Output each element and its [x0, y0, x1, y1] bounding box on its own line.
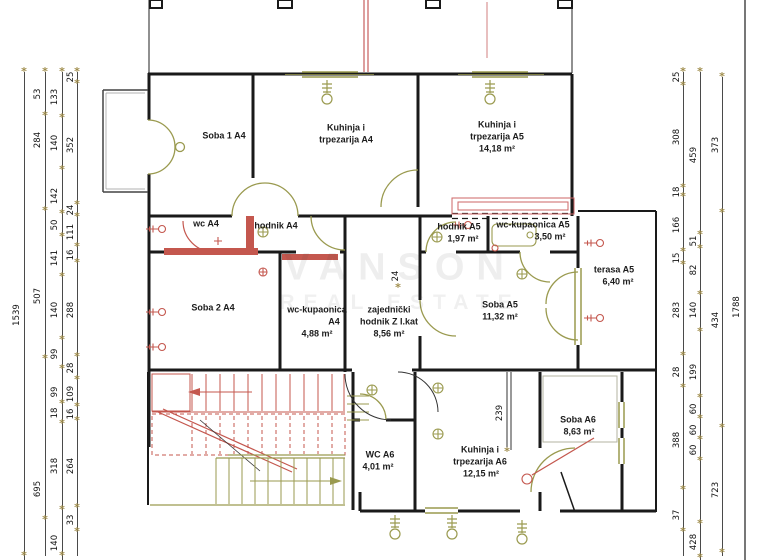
room-label-kuhinja-a5: Kuhinja i	[478, 119, 516, 130]
dim-line-right-inner	[683, 72, 684, 556]
room-label-zajednicki-hodnik: zajednički	[367, 304, 411, 315]
dim-label: 373	[711, 136, 721, 154]
room-label-terasa-a5: terasa A5	[593, 264, 635, 275]
dim-label: 28	[66, 362, 76, 374]
room-area-soba-a5: 11,32 m²	[482, 311, 518, 322]
bay-window	[102, 89, 148, 193]
dim-interior-239: 239	[495, 404, 505, 422]
room-label-wc-kupaonica-a5: wc-kupaonica A5	[496, 219, 570, 230]
dim-label: 723	[711, 481, 721, 499]
dim-label: 99	[50, 348, 60, 360]
room-area-kuhinja-a5: 14,18 m²	[478, 143, 516, 154]
dim-label: 37	[672, 509, 682, 521]
dim-label: 434	[711, 311, 721, 329]
dim-line-right-mid	[700, 72, 701, 560]
dim-label: 82	[689, 264, 699, 276]
dim-interior-24: 24	[391, 270, 401, 282]
dim-line-left-outer	[45, 72, 46, 556]
corridor-door-arcs	[344, 371, 439, 421]
dim-label: 318	[50, 457, 60, 475]
dim-label: 140	[50, 134, 60, 152]
dim-line-right-outer	[722, 77, 723, 556]
dim-label: 111	[66, 223, 76, 241]
room-area-terasa-a5: 6,40 m²	[602, 276, 634, 287]
room-label-kuhinja-a5-2: trpezarija A5	[470, 131, 524, 142]
staircase	[150, 373, 369, 506]
room-label-wc-kupaonica-a4: wc-kupaonica	[287, 304, 347, 315]
room-label-zajednicki-hodnik-2: hodnik Z I.kat	[359, 316, 419, 327]
dim-label: 28	[672, 366, 682, 378]
windows	[285, 71, 625, 514]
dim-label: 388	[672, 431, 682, 449]
upper-floor-outline	[148, 0, 573, 73]
walls	[147, 72, 657, 513]
partition-thin	[506, 372, 512, 450]
dim-label: 459	[689, 146, 699, 164]
dim-label: 507	[33, 287, 43, 305]
dim-line-left-inner	[77, 72, 78, 556]
dim-label: 133	[50, 88, 60, 106]
dim-label: 199	[689, 363, 699, 381]
room-label-soba-a5: Soba A5	[482, 299, 518, 310]
room-label-wc-a6: WC A6	[365, 449, 395, 460]
dim-label: 141	[50, 249, 60, 267]
room-area-wc-kupaonica-a5: 3,50 m²	[534, 231, 566, 242]
watermark-line1: VANSON	[284, 246, 516, 289]
chimney-lines	[363, 0, 488, 72]
dim-label: 284	[33, 131, 43, 149]
room-label-soba1-a4: Soba 1 A4	[202, 130, 246, 141]
room-label-kuhinja-a4: Kuhinja i	[327, 122, 365, 133]
dim-label: 33	[66, 514, 76, 526]
dim-label: 695	[33, 480, 43, 498]
dim-label: 264	[66, 457, 76, 475]
red-wall-fills	[164, 216, 338, 260]
room-area-wc-a6: 4,01 m²	[362, 461, 394, 472]
dim-label: 140	[50, 301, 60, 319]
room-area-soba-a6: 8,63 m²	[563, 426, 595, 437]
room-area-zajednicki-hodnik: 8,56 m²	[373, 328, 405, 339]
bathtub	[491, 223, 537, 247]
room-label-wc-a4: wc A4	[193, 218, 219, 229]
watermark-line2: REAL ESTATE	[279, 291, 521, 314]
dim-label: 99	[50, 386, 60, 398]
dim-label: 352	[66, 136, 76, 154]
room-label-hodnik-a4: hodnik A4	[254, 220, 298, 231]
dim-label: 140	[689, 301, 699, 319]
room-label-kuhinja-a6: Kuhinja i	[461, 444, 499, 455]
room-area-hodnik-a5: 1,97 m²	[447, 233, 479, 244]
dim-left-total: 1539	[12, 304, 22, 326]
room-area-kuhinja-a6: 12,15 m²	[462, 468, 500, 479]
room-label-soba-a6: Soba A6	[560, 414, 596, 425]
dim-line-left-total	[24, 72, 25, 560]
dim-label: 53	[33, 88, 43, 100]
door-arcs	[147, 119, 579, 493]
dim-label: 308	[672, 128, 682, 146]
room-label-wc-kupaonica-a4-2: A4	[328, 316, 340, 327]
room-label-kuhinja-a4-2: trpezarija A4	[319, 134, 373, 145]
room-label-kuhinja-a6-2: trpezarija A6	[453, 456, 507, 467]
bed-outline	[542, 375, 618, 443]
dim-line-right-total	[744, 0, 746, 560]
room-label-hodnik-a5: hodnik A5	[437, 221, 481, 232]
room-label-soba2-a4: Soba 2 A4	[191, 302, 235, 313]
dim-right-total: 1788	[732, 296, 742, 318]
dim-label: 166	[672, 216, 682, 234]
dim-line-left-mid	[62, 72, 63, 560]
dim-label: 288	[66, 301, 76, 319]
room-area-wc-kupaonica-a4: 4,88 m²	[301, 328, 333, 339]
dim-label: 142	[50, 187, 60, 205]
dim-label: 283	[672, 301, 682, 319]
dim-label: 428	[689, 533, 699, 551]
dim-label: 50	[50, 219, 60, 231]
